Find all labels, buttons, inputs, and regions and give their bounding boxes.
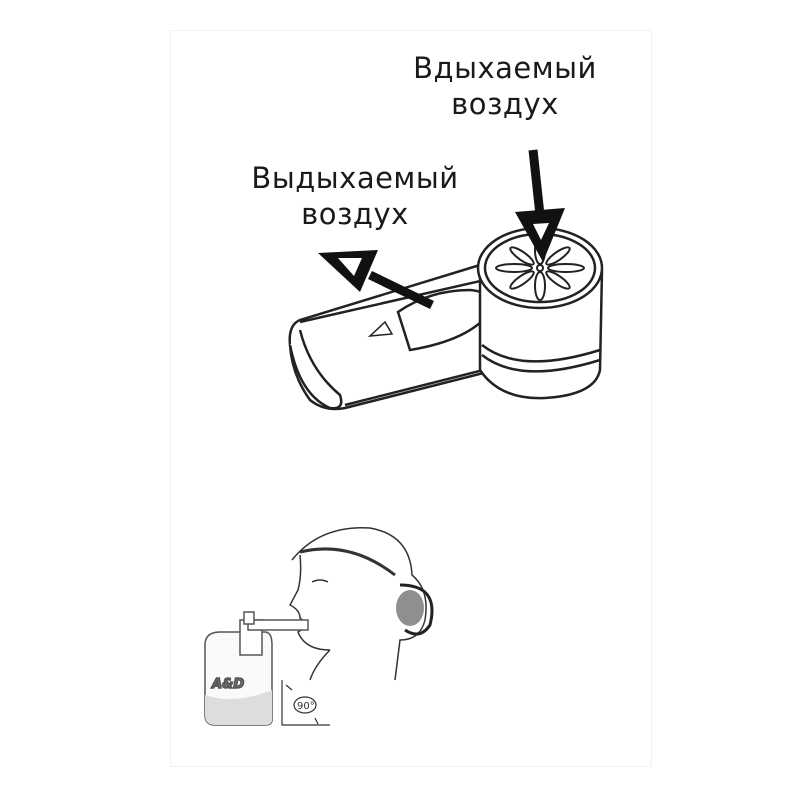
angle-label: 90° — [297, 701, 315, 712]
nebulizer-device: A&D — [204, 611, 309, 726]
brand-logo: A&D — [211, 677, 244, 692]
angle-indicator: 90° — [281, 680, 330, 726]
inhaled-air-line2: воздух — [451, 87, 559, 121]
valve-cylinder — [476, 226, 604, 400]
inhaled-air-line1: Вдыхаемый — [413, 51, 597, 85]
illustration-panel — [170, 30, 652, 767]
inhale-arrow-icon — [515, 149, 565, 262]
exhale-arrow-icon — [318, 250, 434, 310]
woman-using-nebulizer — [288, 527, 434, 681]
exhaled-air-label: Выдыхаемый воздух — [235, 160, 475, 232]
inhaled-air-label: Вдыхаемый воздух — [400, 50, 610, 122]
exhaled-air-line2: воздух — [301, 197, 409, 231]
exhaled-air-line1: Выдыхаемый — [251, 161, 459, 195]
vent-flower-icon — [495, 235, 585, 301]
